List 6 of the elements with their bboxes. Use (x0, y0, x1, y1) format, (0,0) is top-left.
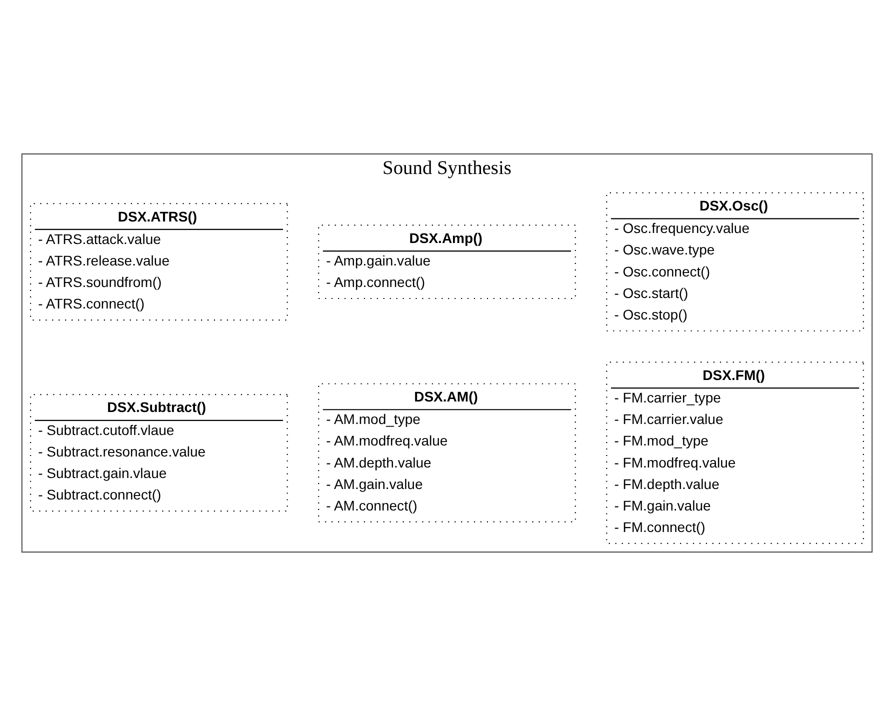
node-box: DSX.Amp() - Amp.gain.value - Amp.connect() (318, 224, 576, 299)
node-box: DSX.Subtract() - Subtract.cutoff.vlaue - Subtract.resonance.value - Subtract.gain.vlaue - Subtract.connect() (30, 394, 288, 512)
node-box: DSX.FM() - FM.carrier_type - FM.carrier.value - FM.mod_type - FM.modfreq.value - FM.depth.value - FM.gain.value - FM.connect() (606, 361, 864, 544)
node-box: DSX.ATRS() - ATRS.attack.value - ATRS.release.value - ATRS.soundfrom() - ATRS.connect() (30, 202, 288, 320)
node-box: DSX.AM() - AM.mod_type - AM.modfreq.value - AM.depth.value - AM.gain.value - AM.connect() (318, 382, 576, 522)
node-box: DSX.Osc() - Osc.frequency.value - Osc.wave.type - Osc.connect() - Osc.start() - Osc.stop() (606, 192, 864, 331)
